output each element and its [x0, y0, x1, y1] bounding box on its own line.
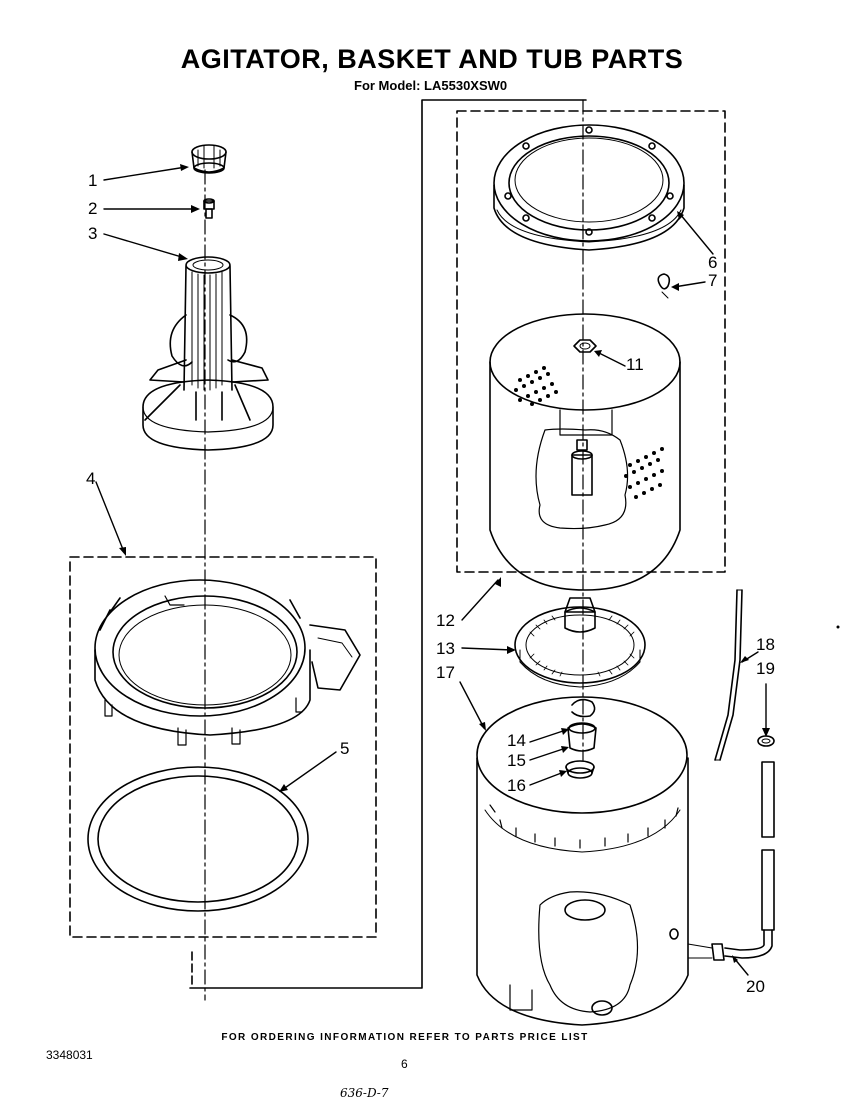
outer-tub — [476, 696, 689, 1026]
balance-ring — [493, 124, 685, 251]
callout-14: 14 — [507, 731, 526, 750]
page-number: 6 — [401, 1057, 408, 1071]
tub-ring-clip — [571, 698, 596, 718]
ordering-note: FOR ORDERING INFORMATION REFER TO PARTS … — [221, 1032, 589, 1043]
agitator-bolt — [203, 198, 215, 219]
ring-clip — [657, 273, 671, 299]
agitator-cap — [191, 144, 227, 174]
page-title: AGITATOR, BASKET AND TUB PARTS — [180, 44, 684, 74]
callout-7: 7 — [708, 271, 718, 290]
basket-nut — [573, 339, 597, 353]
callout-18: 18 — [756, 635, 775, 654]
scan-speck — [836, 625, 840, 629]
callout-15: 15 — [507, 751, 526, 770]
callout-17: 17 — [436, 663, 455, 682]
drain-hose — [714, 589, 743, 761]
callout-1: 1 — [88, 171, 98, 190]
collar-group-box — [69, 556, 377, 938]
tub-ring — [94, 579, 361, 746]
callout-6: 6 — [708, 253, 718, 272]
tub-gasket — [87, 766, 309, 912]
leader-arrowheads — [119, 164, 770, 963]
callout-19: 19 — [756, 659, 775, 678]
basket-drive-hub — [514, 597, 646, 688]
handwritten-code: 636-D-7 — [340, 1086, 389, 1100]
callout-20: 20 — [746, 977, 765, 996]
callout-3: 3 — [88, 224, 98, 243]
leader-lines — [95, 166, 767, 976]
hose-clamp — [757, 735, 775, 747]
callout-11: 11 — [626, 355, 644, 374]
callout-4: 4 — [86, 469, 96, 488]
callout-5: 5 — [340, 739, 350, 758]
callout-13: 13 — [436, 639, 455, 658]
connector-lines — [189, 99, 587, 989]
drive-bearing — [567, 722, 597, 752]
model-subtitle: For Model: LA5530XSW0 — [354, 78, 508, 93]
drain-hose-assembly — [687, 761, 775, 961]
callout-12: 12 — [436, 611, 455, 630]
spin-basket — [489, 313, 681, 591]
callout-16: 16 — [507, 776, 526, 795]
document-number: 3348031 — [46, 1048, 93, 1062]
agitator — [142, 256, 274, 451]
basket-group-box — [456, 110, 726, 573]
callout-2: 2 — [88, 199, 98, 218]
tub-seal — [565, 760, 595, 779]
